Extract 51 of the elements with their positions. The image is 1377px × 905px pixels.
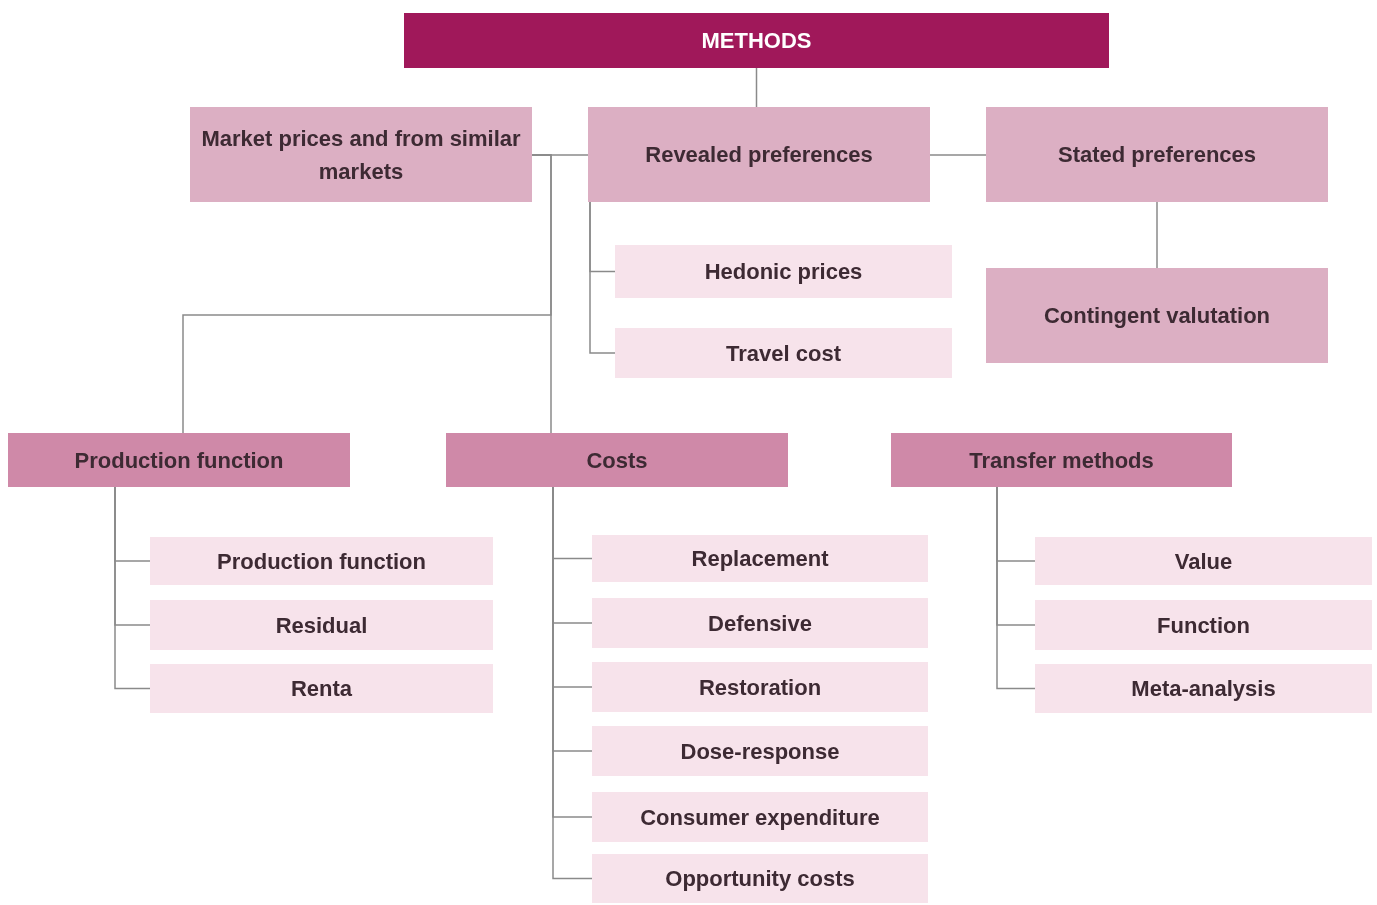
box-label: Function bbox=[1157, 611, 1250, 640]
method-box bbox=[592, 598, 928, 648]
connector-line bbox=[996, 486, 1036, 690]
method-box bbox=[592, 792, 928, 842]
category-box bbox=[986, 107, 1328, 202]
method-box bbox=[615, 328, 952, 378]
method-box bbox=[592, 854, 928, 903]
method-box bbox=[592, 535, 928, 582]
box-label: Market prices and from similar markets bbox=[200, 124, 522, 186]
subcategory-box bbox=[891, 433, 1232, 487]
box-label: Residual bbox=[275, 611, 368, 640]
box-label: Replacement bbox=[691, 545, 829, 573]
category-box bbox=[190, 107, 532, 202]
category-box bbox=[986, 268, 1328, 363]
box-label: Revealed preferences bbox=[645, 141, 873, 169]
box-label: Production function bbox=[217, 547, 426, 576]
method-box bbox=[592, 726, 928, 776]
connector-line bbox=[1156, 201, 1158, 269]
method-box bbox=[150, 664, 493, 713]
box-label: Renta bbox=[290, 675, 353, 703]
box-label: Costs bbox=[586, 446, 648, 475]
subcategory-box bbox=[446, 433, 788, 487]
box-label: Stated preferences bbox=[1057, 141, 1257, 169]
box-label: Hedonic prices bbox=[704, 258, 863, 286]
method-box bbox=[615, 245, 952, 298]
box-label: Transfer methods bbox=[969, 446, 1154, 475]
box-label: Production function bbox=[74, 446, 284, 475]
connector-line bbox=[114, 486, 151, 690]
method-box bbox=[1035, 600, 1372, 650]
title-box bbox=[404, 13, 1109, 68]
connector-line bbox=[182, 154, 552, 434]
box-label: Meta-analysis bbox=[1131, 675, 1276, 703]
method-box bbox=[150, 537, 493, 585]
box-label: Defensive bbox=[708, 609, 812, 638]
method-box bbox=[1035, 537, 1372, 585]
method-box bbox=[150, 600, 493, 650]
box-label: Opportunity costs bbox=[665, 865, 855, 893]
box-label: Dose-response bbox=[680, 737, 840, 766]
connector-line bbox=[755, 67, 758, 108]
subcategory-box bbox=[8, 433, 350, 487]
box-label: Contingent valutation bbox=[1043, 302, 1271, 330]
box-label: Consumer expenditure bbox=[640, 803, 880, 832]
box-label: Travel cost bbox=[726, 339, 841, 368]
box-label: Value bbox=[1174, 547, 1233, 576]
box-label: Restoration bbox=[698, 673, 822, 702]
connector-line bbox=[589, 201, 616, 354]
box-label: METHODS bbox=[701, 27, 812, 55]
method-box bbox=[592, 662, 928, 712]
category-box bbox=[588, 107, 930, 202]
connector-line bbox=[929, 154, 987, 156]
method-box bbox=[1035, 664, 1372, 713]
